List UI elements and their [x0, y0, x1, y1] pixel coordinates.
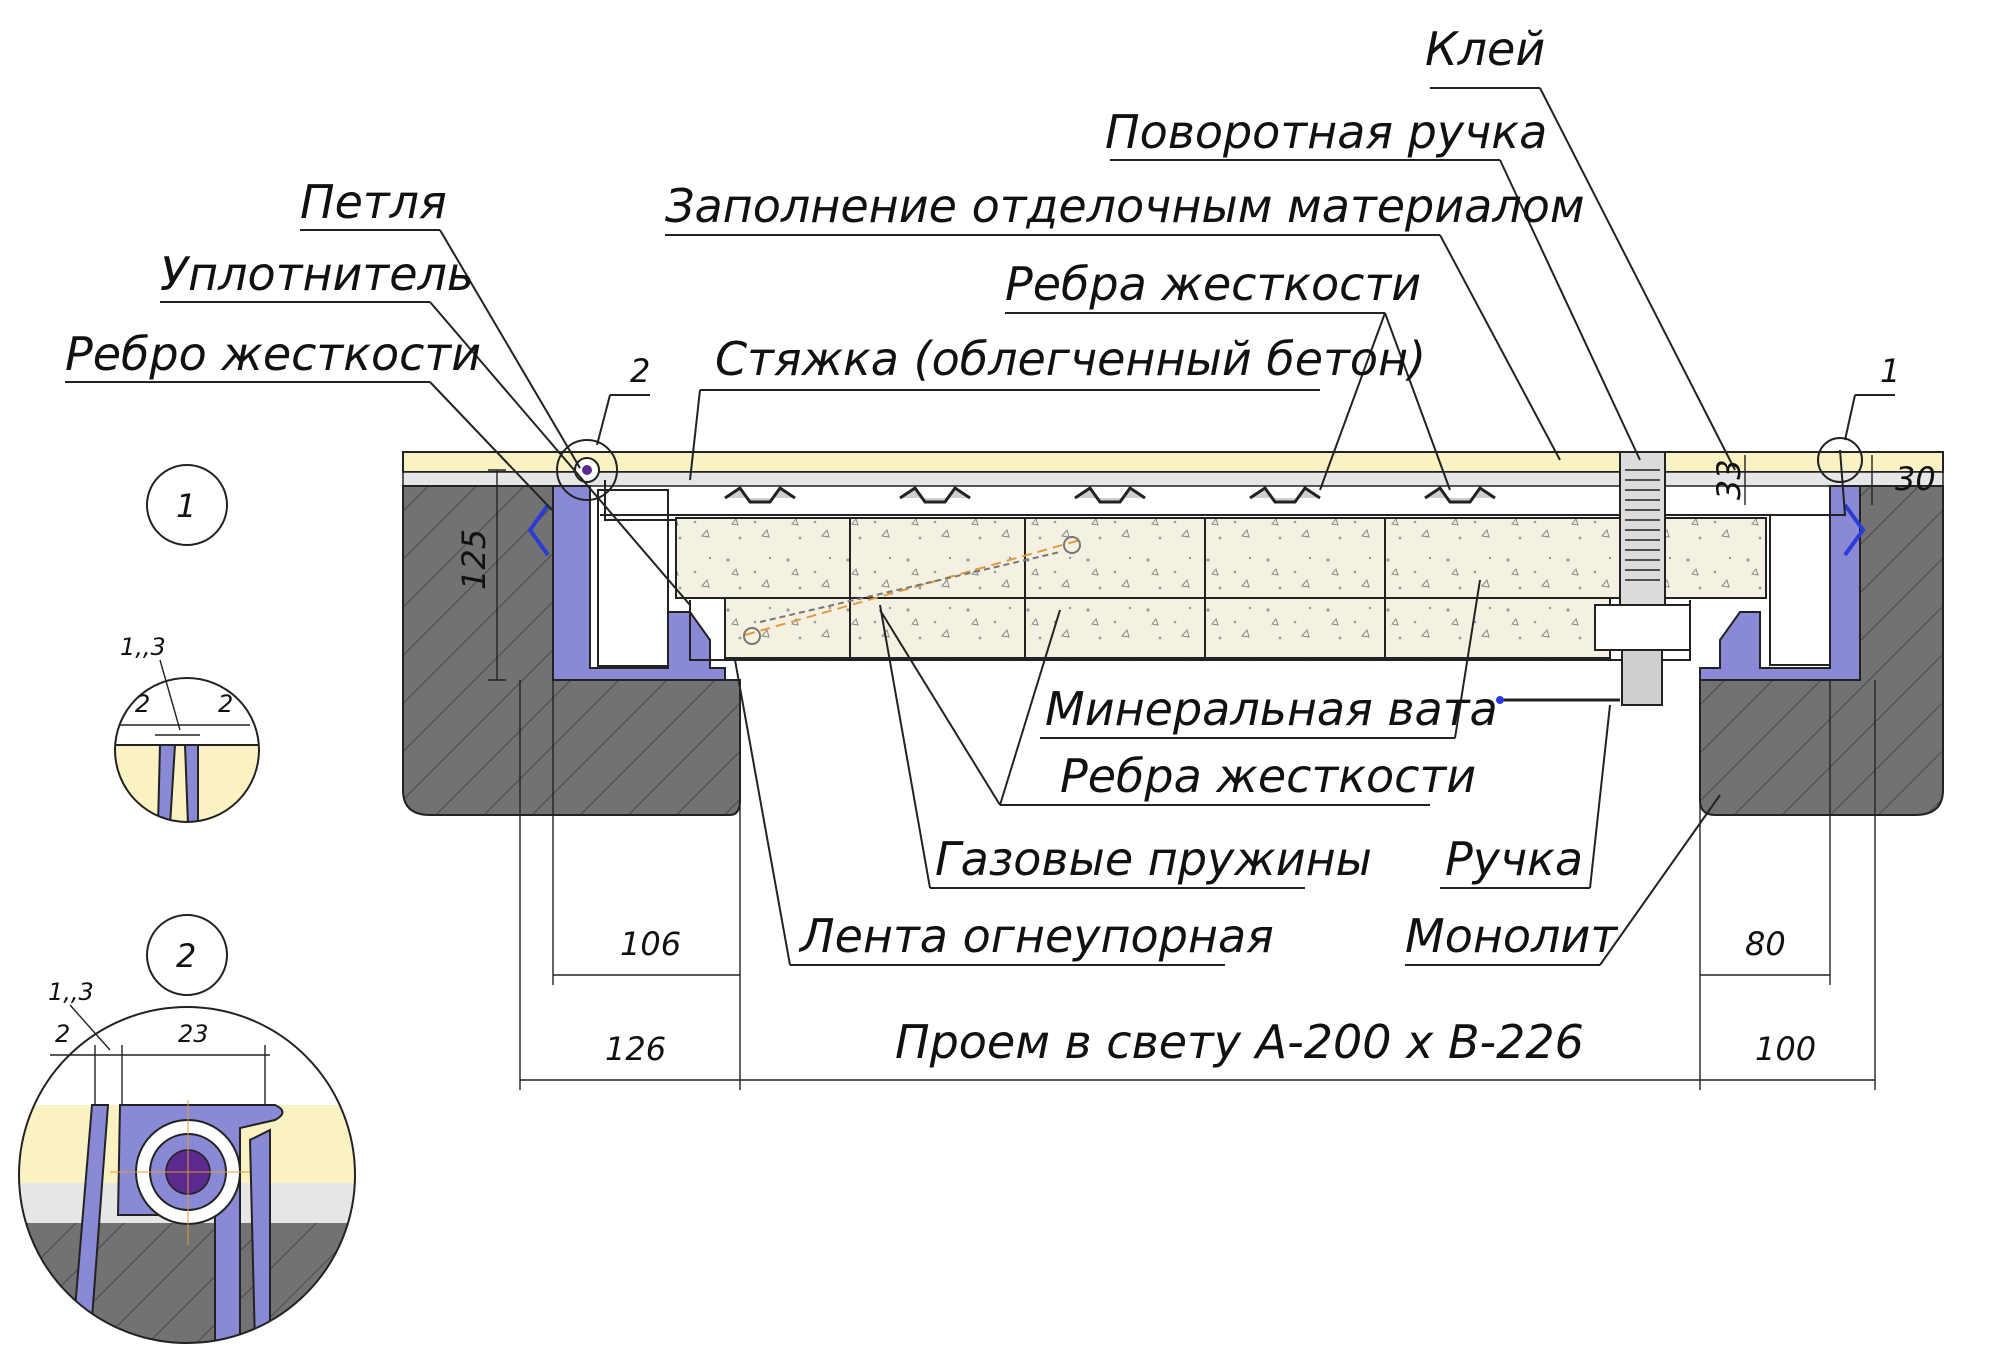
detail-1-right-dim: 2 — [218, 690, 233, 718]
detail-1-left-dim: 2 — [135, 690, 150, 718]
dimension-lines — [488, 455, 1876, 1090]
dim-125: 125 — [455, 529, 493, 590]
detail-1-marker — [1817, 437, 1863, 483]
label-rotary-handle: Поворотная ручка — [1105, 105, 1547, 159]
dim-33: 33 — [1710, 459, 1748, 500]
gasket-right-icon — [1843, 503, 1866, 557]
frame-right-void — [1769, 514, 1831, 666]
frame-right — [1699, 485, 1861, 681]
dim-126: 126 — [605, 1030, 666, 1068]
detail-1-number: 1 — [176, 487, 196, 525]
gasket-left-icon — [527, 503, 550, 557]
rotary-handle — [1496, 451, 1691, 706]
detail-1: 1 1,,3 2 2 — [114, 464, 260, 823]
callout-detail-1: 1 — [1880, 352, 1900, 390]
hinge — [556, 439, 676, 521]
dim-106: 106 — [620, 925, 681, 963]
label-mineral-wool: Минеральная вата — [1045, 682, 1498, 736]
callout-detail-2: 2 — [630, 352, 650, 390]
main-section — [402, 437, 1944, 816]
label-screed: Стяжка (облегченный бетон) — [715, 332, 1426, 386]
gas-spring — [743, 536, 1081, 645]
detail-2-width-dim: 23 — [178, 1020, 209, 1048]
mineral-wool-block — [675, 517, 1767, 599]
label-stiffener-left: Ребро жесткости — [65, 327, 481, 381]
frame-left-void — [597, 489, 669, 667]
leader-lines — [65, 87, 1895, 966]
detail-2-thickness: 1,,3 — [48, 978, 94, 1006]
label-stiffeners-bottom: Ребра жесткости — [1060, 749, 1476, 803]
label-gas-springs: Газовые пружины — [935, 832, 1372, 886]
mineral-wool-block-lower — [724, 597, 1611, 659]
label-finish-fill: Заполнение отделочным материалом — [665, 179, 1585, 233]
detail-1-thickness: 1,,3 — [120, 633, 166, 661]
detail-2-number: 2 — [176, 937, 196, 975]
screed-layer — [402, 471, 1944, 487]
dim-30: 30 — [1895, 460, 1936, 498]
detail-2-left-dim: 2 — [55, 1020, 70, 1048]
dim-80: 80 — [1745, 925, 1786, 963]
concrete-right — [1699, 485, 1944, 816]
label-glue: Клей — [1425, 22, 1545, 76]
label-handle: Ручка — [1445, 832, 1583, 886]
label-fire-tape: Лента огнеупорная — [798, 909, 1274, 963]
label-stiffeners-top: Ребра жесткости — [1005, 257, 1421, 311]
detail-2: 2 1,,3 2 23 — [18, 914, 356, 1344]
label-seal: Уплотнитель — [160, 247, 474, 301]
dim-100: 100 — [1755, 1030, 1816, 1068]
label-monolith: Монолит — [1405, 909, 1618, 963]
stiffener-ribs — [724, 485, 1496, 504]
right-flange — [1800, 449, 1847, 516]
label-hinge: Петля — [300, 175, 447, 229]
frame-left — [552, 485, 726, 681]
dim-opening: Проем в свету А-200 х В-226 — [895, 1015, 1584, 1069]
